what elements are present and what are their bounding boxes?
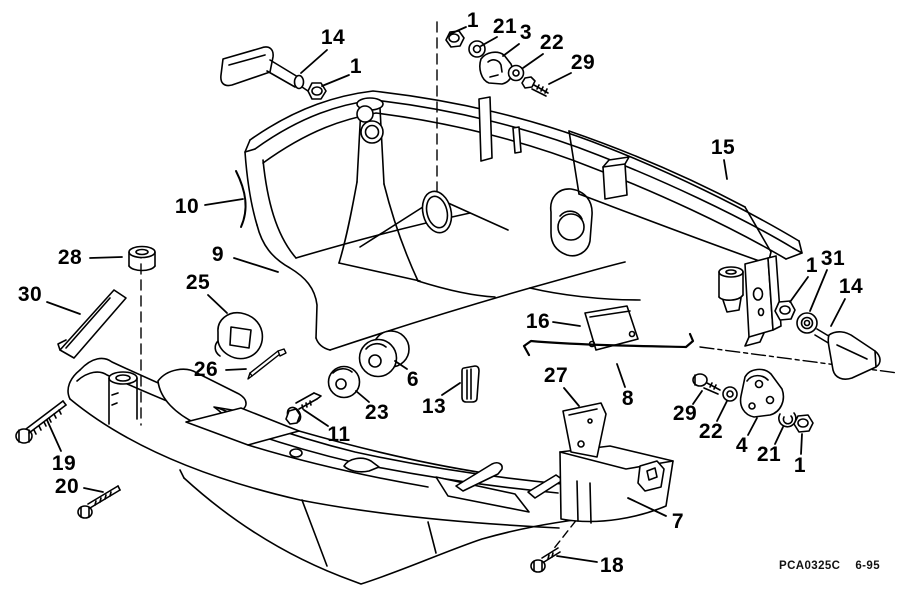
part-right-hardware-cluster — [692, 368, 814, 433]
leader-line-30 — [46, 301, 81, 315]
part-plate-27 — [562, 402, 607, 458]
leader-line-25 — [207, 294, 228, 314]
leader-line-19 — [46, 419, 62, 452]
leader-line-11 — [303, 409, 329, 427]
part-washer-23 — [327, 365, 361, 399]
leader-line-22-top — [522, 53, 544, 69]
part-pin-26 — [247, 348, 287, 380]
part-chin-piece-7 — [559, 445, 674, 524]
leader-line-3-top — [502, 43, 520, 57]
leader-line-29-right — [692, 390, 703, 405]
leader-line-14-right — [830, 298, 846, 327]
part-bolt-19 — [15, 400, 67, 444]
leader-line-28 — [89, 256, 123, 259]
part-spring-10 — [235, 170, 247, 228]
leader-line-18 — [556, 555, 598, 563]
leader-line-13 — [441, 382, 461, 396]
part-strip-30 — [57, 289, 127, 359]
leader-line-4 — [747, 417, 758, 436]
part-grommet-6 — [358, 330, 410, 378]
part-lower-cowl-body — [244, 90, 803, 351]
part-rod-8 — [522, 332, 695, 357]
part-screw-18 — [530, 547, 561, 573]
leader-line-29-top — [548, 72, 572, 85]
leader-line-1-bottom-right — [800, 433, 803, 455]
leader-line-1-top-left — [321, 74, 350, 87]
leader-line-16 — [552, 321, 581, 327]
part-clamp-lever-top — [220, 46, 327, 100]
leader-line-21-right — [774, 426, 784, 445]
leader-line-23 — [355, 390, 370, 403]
leader-line-20 — [83, 487, 104, 493]
leader-line-10 — [204, 198, 244, 206]
part-top-hardware-cluster — [445, 30, 549, 97]
part-front-pan — [67, 357, 582, 585]
leader-line-1-top — [449, 26, 467, 35]
part-screw-11 — [285, 392, 322, 425]
leader-line-15 — [723, 159, 728, 180]
leader-line-8 — [616, 363, 626, 388]
part-wedge-16 — [584, 305, 639, 351]
part-mount-25 — [214, 311, 264, 360]
drawing-date: 6-95 — [855, 560, 880, 572]
leader-line-14-top-left — [300, 49, 328, 74]
leader-line-9 — [233, 257, 279, 273]
part-seal-13 — [461, 365, 480, 403]
leader-line-22-right — [716, 400, 728, 422]
part-grommet-28 — [128, 245, 156, 272]
leader-line-6 — [394, 360, 408, 370]
part-clamp-handle-right — [774, 300, 881, 380]
drawing-code: PCA0325C — [779, 560, 841, 572]
leader-line-1-right-mid — [789, 276, 809, 303]
leader-line-7 — [627, 497, 667, 517]
part-bolt-20 — [77, 485, 121, 519]
leader-line-27 — [563, 387, 580, 407]
leader-line-21-top — [480, 36, 498, 47]
leader-line-26 — [225, 368, 247, 371]
leader-line-31 — [809, 269, 828, 312]
drawing-number: PCA0325C 6-95 — [779, 560, 880, 572]
